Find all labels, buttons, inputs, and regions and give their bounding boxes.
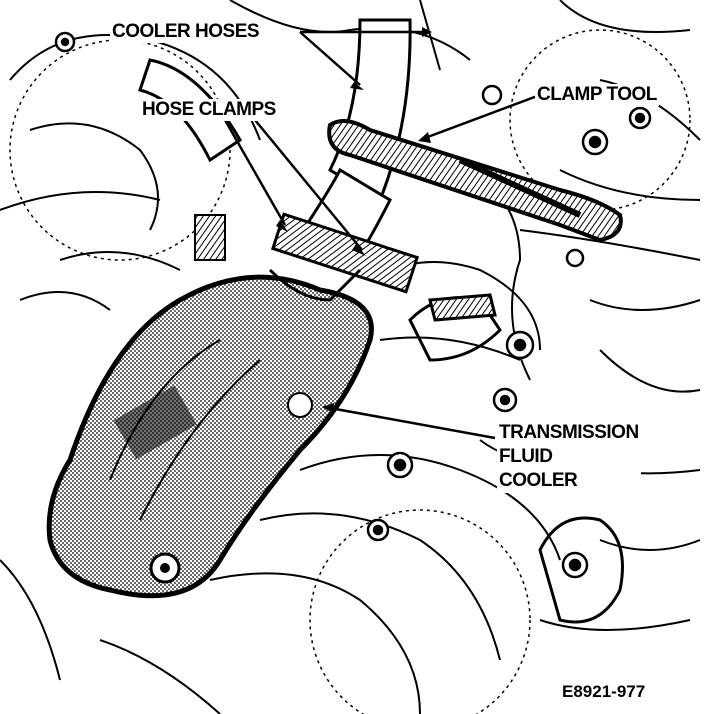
leader-arrowheads bbox=[276, 27, 432, 413]
cooler-label-line-1: TRANSMISSION bbox=[499, 422, 639, 443]
cooler-label-line-3: COOLER bbox=[499, 470, 578, 491]
leader-lines bbox=[223, 30, 541, 440]
mount-bracket bbox=[408, 293, 624, 624]
hose-clamps-label: HOSE CLAMPS bbox=[140, 99, 278, 121]
clamp-tool-label: CLAMP TOOL bbox=[535, 84, 659, 106]
fluid-cooler-body bbox=[46, 274, 374, 599]
clamp-tool bbox=[327, 119, 623, 243]
cooler-hoses-label: COOLER HOSES bbox=[110, 21, 262, 43]
bolts bbox=[54, 31, 652, 579]
cooler-label-line-2: FLUID bbox=[499, 446, 553, 467]
transmission-fluid-cooler-label: TRANSMISSION FLUID COOLER bbox=[497, 421, 641, 493]
figure-id: E8921-977 bbox=[560, 682, 648, 702]
